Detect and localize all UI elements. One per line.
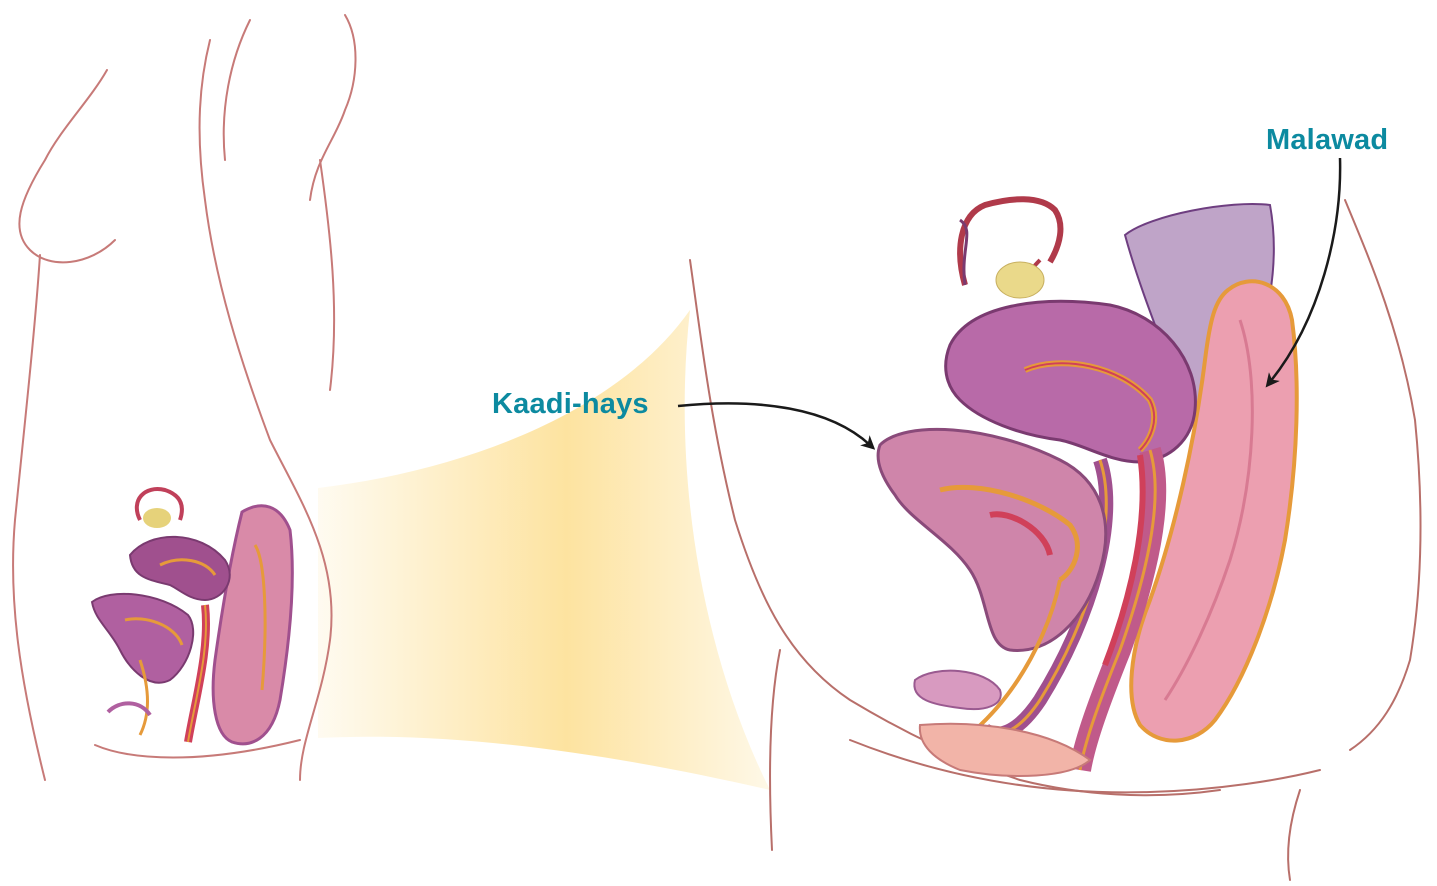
large-bladder [878, 429, 1106, 650]
small-rectum [213, 506, 292, 744]
large-ovary [996, 262, 1044, 298]
arrow-bladder [678, 403, 870, 445]
bladder-label: Kaadi-hays [492, 388, 649, 421]
large-labia [914, 671, 1000, 709]
zoom-cone [318, 310, 770, 790]
large-perineum [920, 724, 1090, 776]
small-uterus [130, 537, 230, 600]
large-pelvic-organs [878, 199, 1297, 776]
rectum-label: Malawad [1266, 124, 1388, 157]
small-ovary [143, 508, 171, 528]
small-pelvic-organs [92, 489, 292, 744]
